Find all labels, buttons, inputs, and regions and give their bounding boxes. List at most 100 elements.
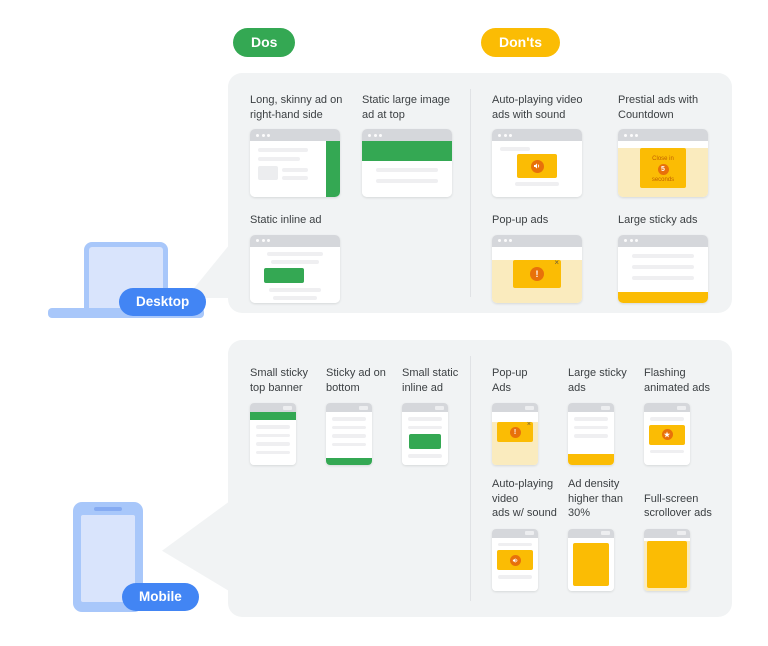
browser-titlebar xyxy=(250,234,340,247)
browser-titlebar xyxy=(618,129,708,142)
desktop-panel: Long, skinny ad on right-hand side Stati… xyxy=(228,73,732,313)
mobile-dont-large-sticky: Large sticky ads xyxy=(568,366,627,466)
popup-ad-card: × ! xyxy=(492,234,582,303)
desktop-dos-column: Long, skinny ad on right-hand side Stati… xyxy=(228,73,470,313)
fullscreen-scrollover-card xyxy=(644,528,690,591)
star-icon: ★ xyxy=(661,429,673,441)
browser-titlebar xyxy=(492,234,582,247)
ad-label: Pop-up Ads xyxy=(492,367,528,394)
video-ad-block xyxy=(497,550,533,571)
ad-label: Prestial ads with Countdown xyxy=(618,94,699,121)
bottom-banner-ad xyxy=(326,458,372,466)
exclamation-icon: ! xyxy=(509,426,521,438)
dense-ad-block xyxy=(573,542,609,586)
prestitial-ad-card: Close in 5 seconds xyxy=(618,129,708,198)
mobile-panel-divider xyxy=(470,356,471,601)
donts-badge: Don'ts xyxy=(481,28,560,57)
browser-titlebar xyxy=(362,129,452,142)
inline-ad-block xyxy=(409,434,441,450)
dos-badge: Dos xyxy=(233,28,296,57)
popup-ad-card: × ! xyxy=(492,403,538,466)
ad-label: Long, skinny ad on right-hand side xyxy=(250,94,343,121)
ad-label: Static large image ad at top xyxy=(362,94,451,121)
speaker-icon xyxy=(530,159,544,173)
autoplay-video-ad-card xyxy=(492,528,538,591)
phone-statusbar xyxy=(568,403,614,413)
ad-density-card xyxy=(568,528,614,591)
large-sticky-ad-card xyxy=(568,403,614,466)
countdown-text: Close in xyxy=(652,155,674,162)
mobile-dont-flashing: Flashing animated ads ★ xyxy=(644,366,710,466)
browser-titlebar xyxy=(618,234,708,247)
phone-statusbar xyxy=(492,403,538,413)
sticky-ad-banner xyxy=(618,291,708,303)
mobile-dont-fullscreen: Full-screen scrollover ads xyxy=(644,477,712,591)
countdown-ad-block: Close in 5 seconds xyxy=(640,148,686,189)
browser-titlebar xyxy=(250,129,340,142)
inline-ad-block xyxy=(264,267,304,283)
desktop-do-inline: Static inline ad xyxy=(250,213,340,303)
ad-label: Static inline ad xyxy=(250,214,322,227)
close-x-icon: × xyxy=(554,257,559,267)
ad-label: Sticky ad on bottom xyxy=(326,367,386,394)
close-x-icon: × xyxy=(526,421,531,429)
desktop-dont-popup: Pop-up ads × ! xyxy=(492,213,582,303)
desktop-panel-divider xyxy=(470,89,471,297)
mobile-donts-column: Pop-up Ads × ! Large sticky ads xyxy=(470,340,732,617)
mobile-dont-density: Ad density higher than 30% xyxy=(568,477,623,591)
ad-label: Small sticky top banner xyxy=(250,367,309,394)
large-top-ad-card xyxy=(362,129,452,198)
autoplay-video-ad-card xyxy=(492,129,582,198)
inline-ad-card xyxy=(250,234,340,303)
mobile-dont-popup: Pop-up Ads × ! xyxy=(492,366,538,466)
small-sticky-top-card xyxy=(250,403,296,466)
top-banner-ad xyxy=(362,141,452,162)
desktop-dont-prestitial: Prestial ads with Countdown Close in 5 s… xyxy=(618,93,708,198)
video-ad-block xyxy=(517,154,557,179)
mobile-do-inline: Small static inline ad xyxy=(402,366,458,466)
ad-label: Auto-playing video ads with sound xyxy=(492,94,583,121)
phone-icon xyxy=(73,502,143,612)
mobile-device-badge: Mobile xyxy=(122,583,199,611)
phone-statusbar xyxy=(568,528,614,538)
ad-label: Pop-up ads xyxy=(492,214,549,227)
right-rail-ad xyxy=(326,141,340,198)
phone-statusbar xyxy=(644,403,690,413)
phone-statusbar xyxy=(250,403,296,413)
top-banner-ad xyxy=(250,412,296,421)
popup-ad-block: × ! xyxy=(513,257,561,288)
large-sticky-ad-card xyxy=(618,234,708,303)
ad-label: Full-screen scrollover ads xyxy=(644,492,712,520)
mobile-do-sticky-bottom: Sticky ad on bottom xyxy=(326,366,386,466)
sticky-bottom-card xyxy=(326,403,372,466)
desktop-do-large-top: Static large image ad at top xyxy=(362,93,452,198)
mobile-do-sticky-top: Small sticky top banner xyxy=(250,366,308,466)
countdown-number: 5 xyxy=(657,163,669,175)
phone-statusbar xyxy=(326,403,372,413)
desktop-donts-column: Auto-playing video ads with sound xyxy=(470,73,732,313)
mobile-panel-tail xyxy=(162,498,234,594)
speaker-icon xyxy=(509,554,521,566)
flashing-ad-block: ★ xyxy=(649,424,685,445)
ad-label: Large sticky ads xyxy=(618,214,698,227)
ad-label: Auto-playing video ads w/ sound xyxy=(492,478,557,520)
flashing-ad-card: ★ xyxy=(644,403,690,466)
long-skinny-ad-card xyxy=(250,129,340,198)
phone-statusbar xyxy=(644,528,690,538)
mobile-dont-video: Auto-playing video ads w/ sound xyxy=(492,477,557,591)
desktop-dont-video: Auto-playing video ads with sound xyxy=(492,93,583,198)
exclamation-icon: ! xyxy=(530,266,544,281)
browser-titlebar xyxy=(492,129,582,142)
desktop-dont-large-sticky: Large sticky ads xyxy=(618,213,708,303)
ad-label: Large sticky ads xyxy=(568,367,627,394)
sticky-ad-banner xyxy=(568,454,614,466)
desktop-do-long-skinny: Long, skinny ad on right-hand side xyxy=(250,93,342,198)
phone-speaker-icon xyxy=(94,507,122,511)
ad-label: Ad density higher than 30% xyxy=(568,478,624,520)
mobile-dos-column: Small sticky top banner Sticky ad on bot… xyxy=(228,340,470,617)
phone-statusbar xyxy=(492,528,538,538)
mobile-panel: Small sticky top banner Sticky ad on bot… xyxy=(228,340,732,617)
ad-label: Small static inline ad xyxy=(402,367,459,394)
ad-label: Flashing animated ads xyxy=(644,367,711,394)
